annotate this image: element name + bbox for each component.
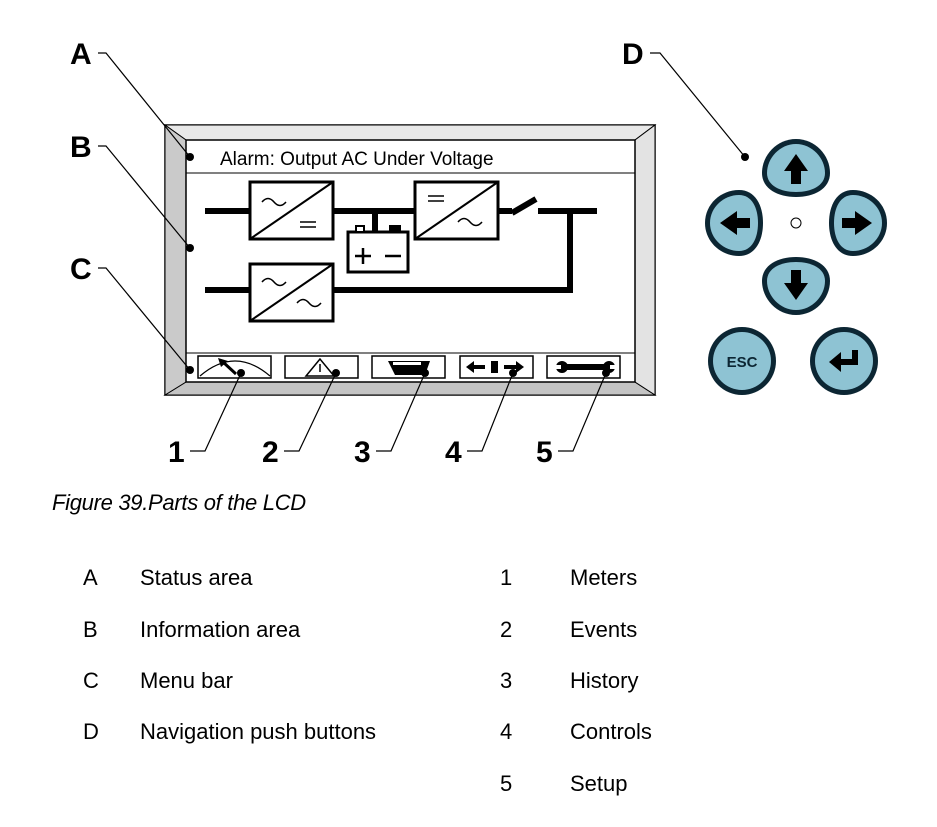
menu-bar <box>186 352 635 379</box>
callout-5: 5 <box>536 436 553 469</box>
meter-gauge-icon[interactable] <box>197 355 272 379</box>
legend-label: Setup <box>570 771 628 796</box>
callout-a: A <box>70 38 92 71</box>
callout-1: 1 <box>168 436 185 469</box>
legend-label: Events <box>570 617 638 642</box>
legend-right: 1 Meters 2 Events 3 History 4 Controls 5… <box>500 565 800 805</box>
status-area: Alarm: Output AC Under Voltage <box>186 149 635 174</box>
arrow-down-icon[interactable] <box>762 257 830 315</box>
esc-label: ESC <box>727 354 758 371</box>
battery-icon <box>346 225 410 274</box>
callout-leaders <box>98 52 746 452</box>
enter-icon <box>829 350 858 372</box>
navigation-push-buttons: ESC <box>705 139 887 395</box>
callout-d: D <box>622 38 644 71</box>
legend-key: B <box>83 617 98 642</box>
legend-key: 3 <box>500 668 513 693</box>
warning-triangle-icon[interactable] <box>284 355 359 379</box>
legend-label: Controls <box>570 719 652 744</box>
controls-arrows-icon[interactable] <box>459 355 534 379</box>
legend-key: 2 <box>500 617 513 642</box>
legend-label: Meters <box>570 565 638 590</box>
callout-2: 2 <box>262 436 279 469</box>
legend-key: D <box>83 719 99 744</box>
callout-b: B <box>70 131 92 164</box>
legend-label: Information area <box>140 617 301 642</box>
legend-label: Navigation push buttons <box>140 719 377 744</box>
bypass-block <box>248 262 335 323</box>
arrow-right-icon[interactable] <box>829 190 887 256</box>
legend-key: 5 <box>500 771 513 796</box>
esc-button[interactable]: ESC <box>708 327 776 395</box>
legend-key: C <box>83 668 99 693</box>
arrow-up-icon[interactable] <box>762 139 830 197</box>
setup-wrench-icon[interactable] <box>546 355 621 379</box>
legend-label: Status area <box>140 565 253 590</box>
enter-button[interactable] <box>810 327 878 395</box>
arrow-left-icon[interactable] <box>705 190 763 256</box>
ups-mimic-diagram <box>205 196 597 293</box>
legend-label: History <box>570 668 639 693</box>
legend-key: 1 <box>500 565 513 590</box>
callout-3: 3 <box>354 436 371 469</box>
inverter-block <box>413 180 500 241</box>
lcd-bezel <box>163 124 657 396</box>
information-area <box>205 180 597 323</box>
legend-left: A Status area B Information area C Menu … <box>83 565 463 805</box>
legend-label: Menu bar <box>140 668 233 693</box>
figure-caption: Figure 39.Parts of the LCD <box>52 490 306 515</box>
callout-dots <box>186 153 749 377</box>
rectifier-block <box>248 180 335 241</box>
status-text: Alarm: Output AC Under Voltage <box>220 149 494 170</box>
legend-key: 4 <box>500 719 513 744</box>
lcd-diagram: Alarm: Output AC Under Voltage <box>70 38 887 469</box>
center-indicator <box>790 217 802 229</box>
legend-key: A <box>83 565 98 590</box>
callout-c: C <box>70 253 92 286</box>
history-book-icon[interactable] <box>371 355 446 379</box>
callout-4: 4 <box>445 436 462 469</box>
